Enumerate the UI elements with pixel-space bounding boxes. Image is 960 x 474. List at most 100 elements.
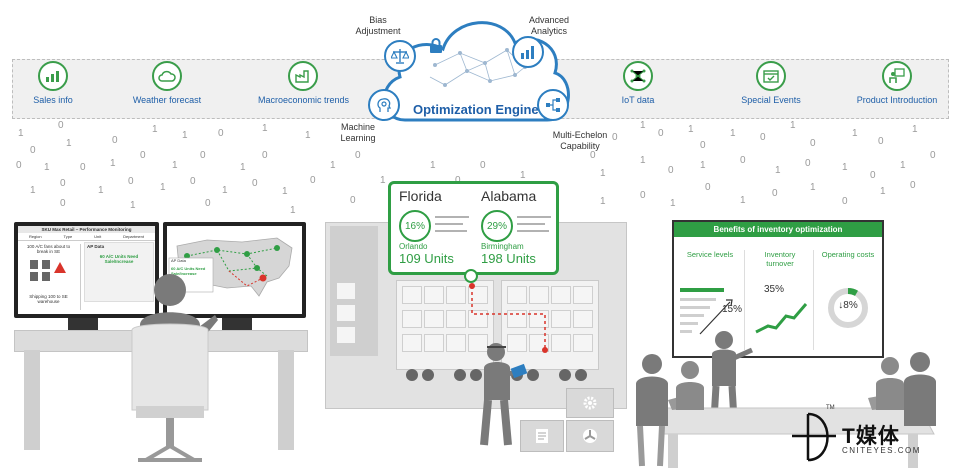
analytics-bars-icon xyxy=(512,36,544,68)
binary-digit: 0 xyxy=(128,176,134,187)
binary-digit: 1 xyxy=(290,205,296,216)
binary-digit: 0 xyxy=(140,150,146,161)
monitor-title: SKU Max Retail – Performance Monitoring xyxy=(18,226,155,233)
panel-pin xyxy=(464,269,478,283)
desk-leg xyxy=(278,350,294,450)
binary-digit: 1 xyxy=(640,155,646,166)
cargo-box-icon xyxy=(551,334,571,352)
iot-network-icon xyxy=(623,61,653,91)
monitor-columns: Region Type Unit Department xyxy=(18,233,155,241)
binary-digit: 0 xyxy=(640,190,646,201)
binary-digit: 1 xyxy=(152,124,158,135)
cargo-box-icon xyxy=(573,286,593,304)
cargo-box-icon xyxy=(402,310,422,328)
cargo-box-icon xyxy=(468,334,488,352)
monitor-left: SKU Max Retail – Performance Monitoring … xyxy=(14,222,159,318)
watermark-sub: CNITEYES.COM xyxy=(842,446,921,455)
cargo-box-icon xyxy=(573,310,593,328)
binary-digit: 0 xyxy=(658,128,664,139)
box-gear xyxy=(566,388,614,418)
binary-digit: 1 xyxy=(700,160,706,171)
binary-digit: 1 xyxy=(670,198,676,209)
florida-bars xyxy=(435,216,469,232)
binary-digit: 0 xyxy=(740,155,746,166)
binary-digit: 1 xyxy=(98,185,104,196)
multi-echelon-caption: Multi-Echelon Capability xyxy=(552,130,608,151)
source-weather-forecast[interactable]: Weather forecast xyxy=(122,61,212,105)
source-macroeconomic-trends[interactable]: Macroeconomic trends xyxy=(258,61,350,105)
fan-box-icon xyxy=(336,304,356,322)
binary-digit: 1 xyxy=(182,130,188,141)
inset-title: AP Data xyxy=(87,244,105,249)
binary-digit: 1 xyxy=(688,124,694,135)
monitor-note-break: 100 A/C fans about to break in SE xyxy=(26,244,71,254)
cargo-box-icon xyxy=(424,286,444,304)
bias-adjustment-caption: Bias Adjustment xyxy=(355,15,401,36)
cargo-box-icon xyxy=(402,334,422,352)
binary-digit: 1 xyxy=(282,186,288,197)
cargo-box-icon xyxy=(402,286,422,304)
map-inset-title: AP Data xyxy=(171,258,186,263)
binary-digit: 0 xyxy=(772,188,778,199)
cargo-box-icon xyxy=(507,286,527,304)
binary-digit: 1 xyxy=(640,120,646,131)
source-special-events[interactable]: Special Events xyxy=(726,61,816,105)
monitor-inset: AP Data 60 A/C Units Need Sale/Increase xyxy=(84,242,154,302)
alabama-label: Alabama xyxy=(481,188,537,204)
binary-digit: 1 xyxy=(130,200,136,211)
worker-with-tablet xyxy=(480,343,528,446)
source-label: Weather forecast xyxy=(132,95,202,105)
binary-digit: 0 xyxy=(455,175,461,186)
source-product-introduction[interactable]: Product Introduction xyxy=(852,61,942,105)
source-label: Macroeconomic trends xyxy=(258,95,350,105)
source-sales-info[interactable]: Sales info xyxy=(8,61,98,105)
fan-box-icon xyxy=(336,282,356,300)
binary-digit: 1 xyxy=(110,158,116,169)
florida-label: Florida xyxy=(399,188,442,204)
alabama-units: 198 Units xyxy=(481,251,536,266)
source-label: IoT data xyxy=(621,95,655,105)
col-type: Type xyxy=(63,234,73,239)
watermark-tm: TM xyxy=(826,405,835,411)
binary-digit: 0 xyxy=(218,128,224,139)
binary-digit: 1 xyxy=(160,182,166,193)
inventory-turnover-line xyxy=(755,303,808,334)
binary-digit: 1 xyxy=(18,128,24,139)
cargo-box-icon xyxy=(446,334,466,352)
binary-digit: 1 xyxy=(600,196,606,207)
florida-units: 109 Units xyxy=(399,251,454,266)
service-levels-label: Service levels xyxy=(686,250,734,259)
cargo-box-icon xyxy=(507,334,527,352)
binary-digit: 0 xyxy=(612,132,618,143)
binary-digit: 1 xyxy=(430,160,436,171)
cargo-box-icon xyxy=(551,310,571,328)
binary-digit: 0 xyxy=(30,145,36,156)
alabama-pct-ring: 29% xyxy=(481,210,513,242)
alabama-city: Birmingham xyxy=(481,242,524,251)
cloud-icon xyxy=(152,61,182,91)
truck-left-wheels xyxy=(402,368,486,382)
factory-icon xyxy=(288,61,318,91)
box-fan xyxy=(566,420,614,452)
binary-digit: 1 xyxy=(330,160,336,171)
sales-chart-icon xyxy=(38,61,68,91)
source-label: Sales info xyxy=(33,95,73,105)
binary-digit: 0 xyxy=(16,160,22,171)
fan-unit-icon xyxy=(42,272,50,281)
operating-costs-label: Operating costs xyxy=(821,250,875,259)
fan-unit-icon xyxy=(30,272,38,281)
binary-digit: 1 xyxy=(520,170,526,181)
cargo-box-icon xyxy=(468,286,488,304)
binary-digit: 0 xyxy=(200,150,206,161)
meeting-group xyxy=(636,331,936,468)
monitor-stand xyxy=(68,318,98,330)
binary-digit: 0 xyxy=(80,162,86,173)
col-department: Department xyxy=(123,234,144,239)
monitor-note-shipping: Shipping 100 to SE warehouse xyxy=(29,294,68,304)
binary-digit: 0 xyxy=(205,198,211,209)
machine-learning-caption: Machine Learning xyxy=(340,122,376,143)
binary-digit: 1 xyxy=(222,185,228,196)
binary-digit: 0 xyxy=(590,150,596,161)
source-iot-data[interactable]: IoT data xyxy=(593,61,683,105)
document-icon xyxy=(536,429,548,443)
